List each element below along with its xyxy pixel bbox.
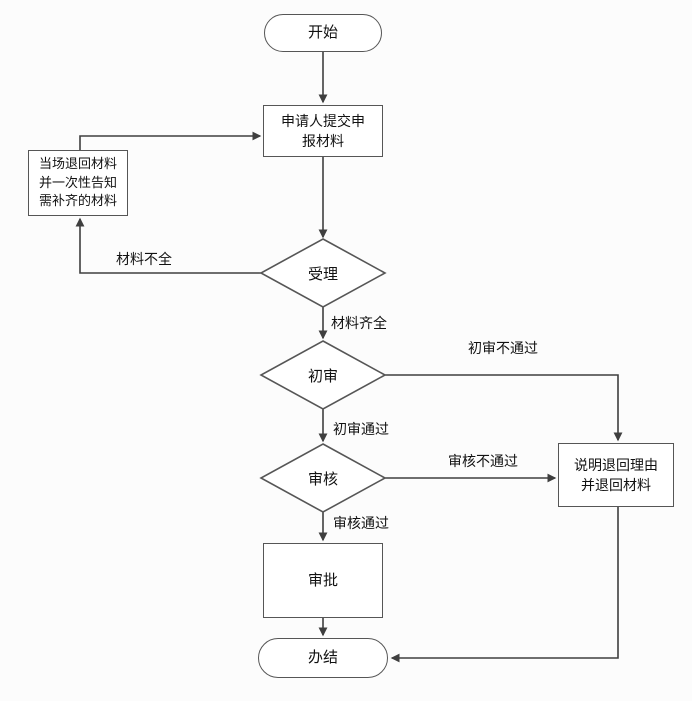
edge-label-review-pass: 审核通过 <box>333 515 389 531</box>
end-node: 办结 <box>258 638 388 678</box>
accept-diamond <box>259 238 387 308</box>
initial-review-diamond <box>259 340 387 410</box>
edge-accept-return-onsite <box>75 217 261 274</box>
return-onsite-node: 当场退回材料 并一次性告知 需补齐的材料 <box>28 150 128 216</box>
edge-initial-review-return-reason <box>385 374 623 442</box>
edge-return-onsite-submit <box>79 131 262 150</box>
approve-node: 审批 <box>263 543 383 618</box>
start-node: 开始 <box>264 14 382 52</box>
return-reason-node: 说明退回理由 并退回材料 <box>558 443 674 507</box>
edge-return-reason-end <box>390 507 619 663</box>
submit-materials-node: 申请人提交申 报材料 <box>263 105 383 157</box>
edge-label-initial-review-fail: 初审不通过 <box>468 340 538 356</box>
edge-label-initial-review-pass: 初审通过 <box>333 421 389 437</box>
edge-label-materials-incomplete: 材料不全 <box>116 251 172 267</box>
edge-label-review-fail: 审核不通过 <box>448 453 518 469</box>
edge-label-materials-complete: 材料齐全 <box>331 315 387 331</box>
review-diamond <box>259 443 387 513</box>
